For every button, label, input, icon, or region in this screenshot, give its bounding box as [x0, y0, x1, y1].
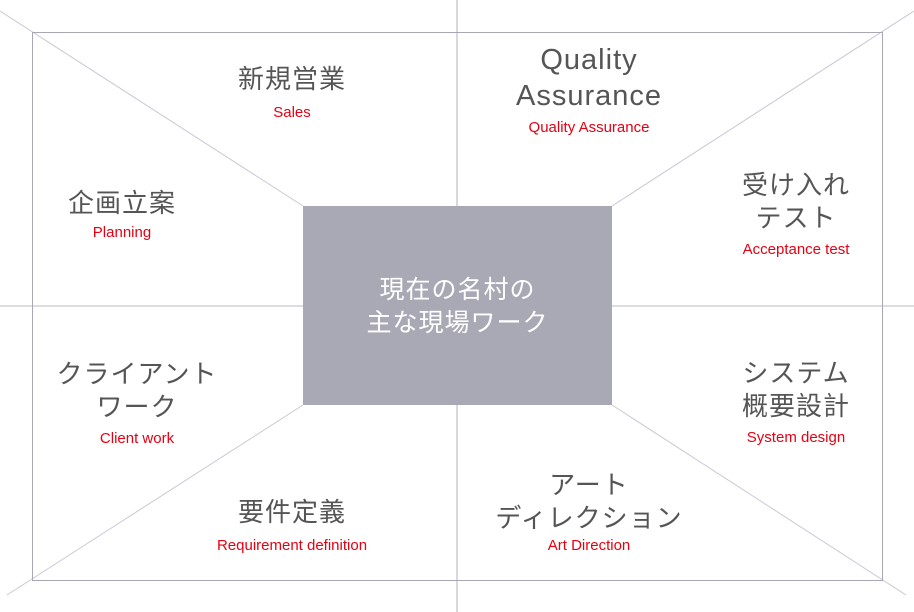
segment-art-direction: アート ディレクション Art Direction [495, 470, 682, 556]
segment-title-line-2: Assurance [515, 80, 663, 112]
segment-subtitle: Sales [273, 104, 311, 121]
segment-acceptance-test: 受け入れ テスト Acceptance test [742, 170, 850, 260]
diagonal-bottom-left [6, 404, 304, 596]
segment-title-line-2: ワーク [96, 393, 178, 423]
segment-subtitle: System design [746, 429, 846, 446]
segment-title-line-2: テスト [755, 204, 837, 234]
segment-title-line-1: 受け入れ [741, 171, 851, 201]
center-line-1: 現在の名村の [379, 274, 536, 304]
segment-title-line-2: 概要設計 [741, 392, 851, 422]
segment-subtitle: Requirement definition [216, 537, 368, 554]
diagonal-top-right [611, 10, 914, 207]
segment-subtitle: Quality Assurance [528, 119, 650, 136]
segment-planning: 企画立案 Planning [68, 188, 176, 243]
center-box: 現在の名村の 主な現場ワーク [303, 206, 612, 405]
segment-subtitle: Art Direction [547, 537, 631, 554]
outer-frame [32, 32, 883, 581]
segment-title: 要件定義 [237, 498, 346, 528]
segment-system-design: システム 概要設計 System design [742, 358, 850, 448]
segment-requirement-definition: 要件定義 Requirement definition [217, 497, 367, 556]
segment-subtitle: Planning [92, 224, 152, 241]
segment-quality-assurance: Quality Assurance Quality Assurance [516, 42, 662, 138]
segment-title-line-1: Quality [540, 44, 638, 76]
segment-subtitle: Acceptance test [742, 241, 850, 258]
diagonal-top-left [0, 10, 304, 207]
segment-title: 企画立案 [67, 189, 177, 219]
segment-subtitle: Client work [99, 430, 175, 447]
segment-sales: 新規営業 Sales [238, 64, 346, 123]
segment-title-line-2: ディレクション [495, 504, 683, 534]
center-line-2: 主な現場ワーク [366, 307, 549, 337]
segment-title-line-1: クライアント [56, 360, 218, 390]
segment-title-line-1: システム [742, 359, 850, 389]
diagonal-bottom-right [611, 404, 907, 596]
segment-client-work: クライアント ワーク Client work [57, 359, 218, 449]
segment-title: 新規営業 [237, 65, 347, 95]
segment-title-line-1: アート [549, 471, 629, 501]
